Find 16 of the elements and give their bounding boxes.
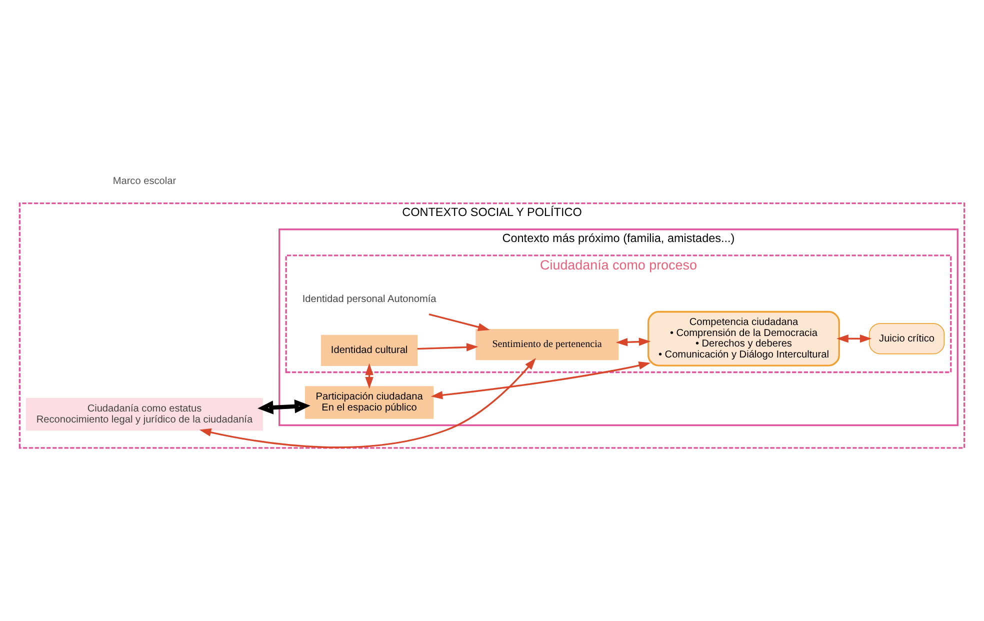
arrow: [430, 361, 651, 400]
node-box: Participación ciudadana En el espacio público: [305, 386, 434, 419]
node-box: Ciudadanía como estatus Reconocimiento legal y jurídico de la ciudadanía: [26, 398, 263, 431]
arrow: [428, 314, 490, 332]
arrow: [616, 338, 651, 346]
arrow: [417, 343, 478, 352]
node-box: Identidad cultural: [320, 334, 418, 366]
node-box: Juicio crítico: [868, 323, 945, 354]
arrow: [258, 400, 310, 414]
arrow: [365, 363, 374, 389]
node-box: Sentimiento de pertenencia: [476, 329, 618, 360]
node-text: Identidad personal Autonomía: [302, 294, 436, 305]
arrow: [836, 334, 872, 343]
node-box: Competencia ciudadana • Comprensión de la Democracia • Derechos y deberes • Comunicación y Diálogo Intercultural: [647, 310, 840, 366]
label: Marco escolar: [112, 176, 176, 188]
arrow: [199, 358, 536, 448]
